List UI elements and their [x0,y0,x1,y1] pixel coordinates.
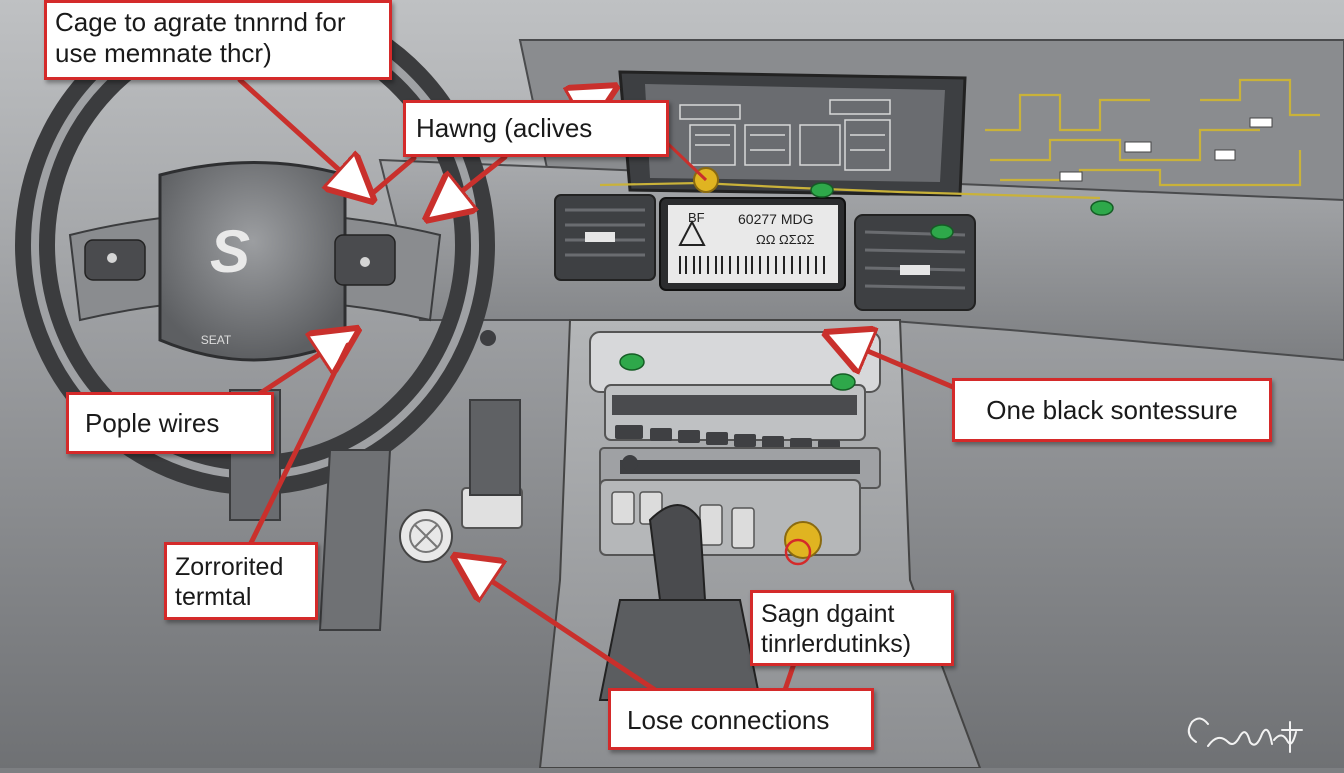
steering-column [318,330,523,631]
arrow-black-sontessure [832,336,963,393]
callout-lose-connections-text: Lose connections [627,705,830,735]
arrow-top-left-2 [371,155,417,195]
wire-connectors [1059,117,1273,182]
callout-cage-to-agrate: Cage to agrate tnnrnd for use memnate th… [44,0,392,80]
steering-hub-text: SEAT [201,333,232,347]
arrow-hawng-1 [432,154,508,215]
callout-sagn-line-1: Sagn dgaint [761,600,895,628]
arrow-top-left-1 [237,77,368,196]
arrow-lose-connections [460,560,658,693]
arrow-zorrorited [247,342,351,548]
center-display: BF 60277 MDG ΩΩ ΩΣΩΣ [659,197,846,291]
callout-black-sontessure: One black sontessure [952,378,1272,442]
callout-pople-wires-text: Pople wires [85,408,220,438]
display-text-1: BF [688,210,705,225]
callout-arrows [237,77,963,693]
steering-badge: S [210,218,250,285]
callout-cage-line-2: use memnate thcr) [55,38,272,69]
signature [1187,717,1303,753]
display-text-3: ΩΩ ΩΣΩΣ [756,232,815,247]
callout-hawng: Hawng (aclives [403,100,669,157]
callout-zorrorited-line-1: Zorrorited [175,553,284,581]
callout-zorrorited-termtal: Zorrorited termtal [164,542,318,620]
display-text-2: 60277 MDG [738,211,813,227]
callout-sagn-line-2: tinrlerdutinks) [761,630,912,658]
callout-hawng-text: Hawng (aclives [416,113,593,143]
callout-zorrorited-line-2: termtal [175,583,252,611]
callout-black-sontessure-text: One black sontessure [986,395,1238,425]
callout-lose-connections: Lose connections [608,688,874,750]
terminal-connector [399,509,453,563]
infotainment-screen [618,70,967,197]
callout-pople-wires: Pople wires [66,392,274,454]
arrow-hawng-lead [662,138,708,182]
air-vents [554,194,976,311]
callout-sagn-dgaint: Sagn dgaint tinrlerdutinks) [750,590,954,666]
green-connectors [619,182,1114,391]
callout-cage-line-1: Cage to agrate tnnrnd for [55,7,346,37]
arrow-pople-wires [247,333,352,403]
